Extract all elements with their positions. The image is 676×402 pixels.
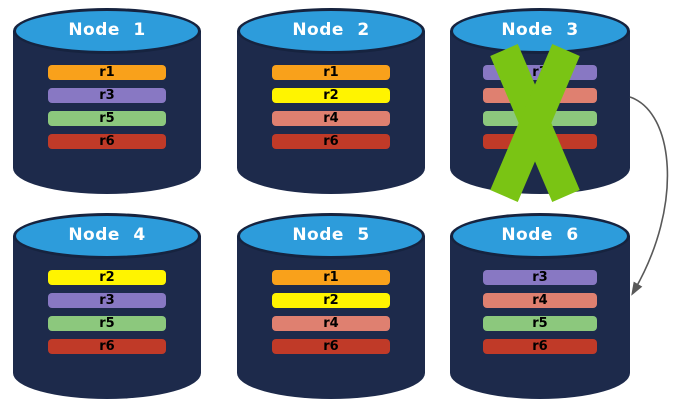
node-1-cylinder-top: Node 1 — [13, 8, 201, 54]
node-4-bar-r6: r6 — [48, 339, 166, 354]
node-2-bars: r1 r2 r4 r6 — [237, 65, 425, 149]
node-1-bars: r1 r3 r5 r6 — [13, 65, 201, 149]
node-2-bar-r1: r1 — [272, 65, 390, 80]
node-2: Node 2 r1 r2 r4 r6 — [237, 8, 425, 194]
node-6-cylinder-top: Node 6 — [450, 213, 630, 259]
node-4: Node 4 r2 r3 r5 r6 — [13, 213, 201, 399]
node-5-bar-r2: r2 — [272, 293, 390, 308]
node-1-bar-r1: r1 — [48, 65, 166, 80]
node-3-title: Node 3 — [501, 20, 579, 40]
node-2-title: Node 2 — [292, 20, 370, 40]
node-6-bar-r6: r6 — [483, 339, 597, 354]
node-6-bar-r4: r4 — [483, 293, 597, 308]
node-6-bars: r3 r4 r5 r6 — [450, 270, 630, 354]
node-5: Node 5 r1 r2 r4 r6 — [237, 213, 425, 399]
node-6-bar-r5: r5 — [483, 316, 597, 331]
node-6-title: Node 6 — [501, 225, 579, 245]
node-5-bar-r6: r6 — [272, 339, 390, 354]
node-4-cylinder-top: Node 4 — [13, 213, 201, 259]
node-3: Node 3 r3 r4 r5 r6 — [450, 8, 630, 202]
failure-x-icon — [490, 44, 580, 202]
node-1-bar-r5: r5 — [48, 111, 166, 126]
node-1-bar-r3: r3 — [48, 88, 166, 103]
node-2-bar-r2: r2 — [272, 88, 390, 103]
node-5-bar-r4: r4 — [272, 316, 390, 331]
node-4-title: Node 4 — [68, 225, 146, 245]
node-5-bar-r1: r1 — [272, 270, 390, 285]
node-2-bar-r6: r6 — [272, 134, 390, 149]
node-2-bar-r4: r4 — [272, 111, 390, 126]
replication-arrow-head — [631, 281, 643, 296]
node-3-cylinder-top: Node 3 — [450, 8, 630, 54]
node-2-cylinder-top: Node 2 — [237, 8, 425, 54]
node-6-bar-r3: r3 — [483, 270, 597, 285]
node-6: Node 6 r3 r4 r5 r6 — [450, 213, 630, 399]
node-4-bar-r5: r5 — [48, 316, 166, 331]
node-4-bars: r2 r3 r5 r6 — [13, 270, 201, 354]
node-4-bar-r3: r3 — [48, 293, 166, 308]
node-1: Node 1 r1 r3 r5 r6 — [13, 8, 201, 194]
node-1-bar-r6: r6 — [48, 134, 166, 149]
node-4-bar-r2: r2 — [48, 270, 166, 285]
node-5-cylinder-top: Node 5 — [237, 213, 425, 259]
node-1-title: Node 1 — [68, 20, 146, 40]
replication-arrow-line — [629, 96, 669, 292]
node-5-title: Node 5 — [292, 225, 370, 245]
node-5-bars: r1 r2 r4 r6 — [237, 270, 425, 354]
